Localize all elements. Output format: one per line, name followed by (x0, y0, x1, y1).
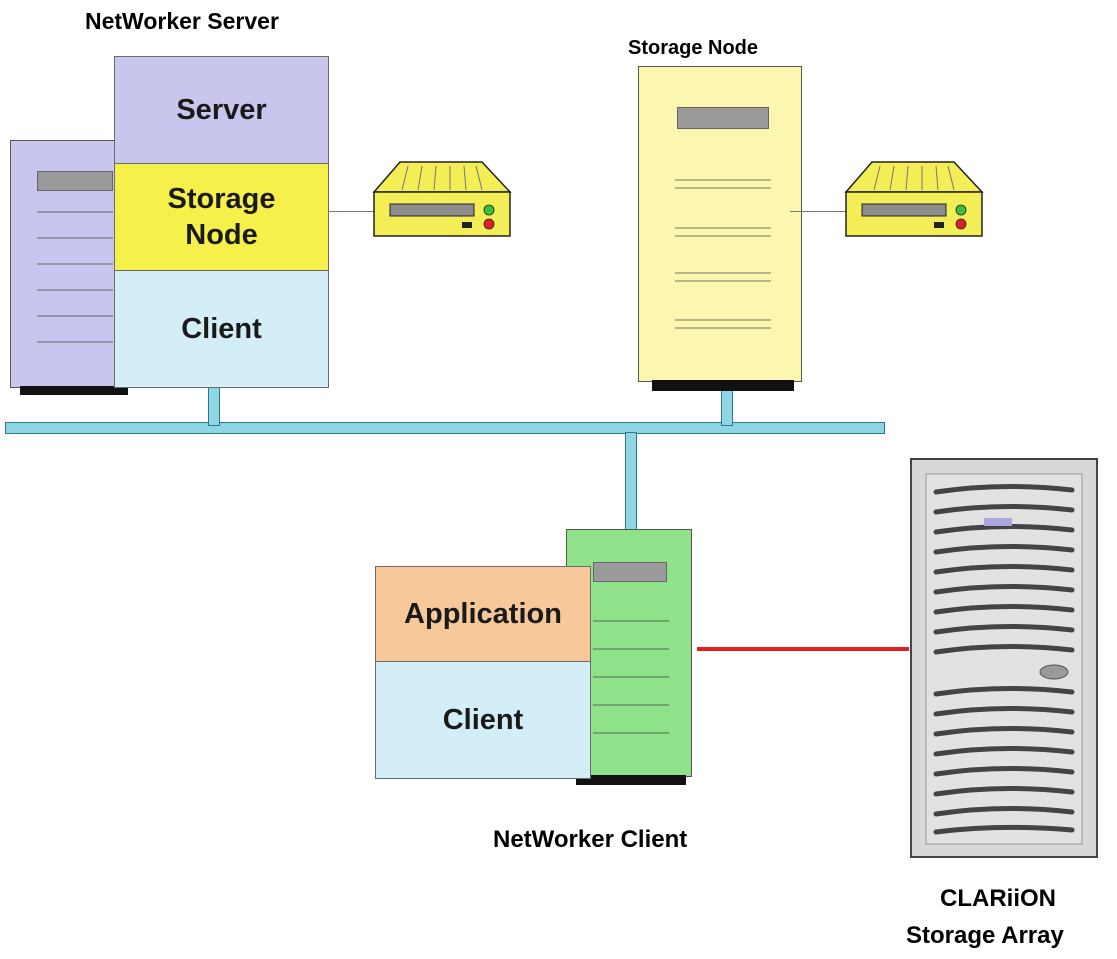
clariion-storage-array (910, 458, 1098, 858)
client-drive-bay (593, 562, 667, 582)
server-layer-client: Client (114, 270, 329, 388)
client-layer-client: Client (375, 661, 591, 779)
server-tape-drive-icon (372, 161, 512, 237)
storage-array-caption-line1: CLARiiON (940, 885, 1056, 912)
networker-client-caption: NetWorker Client (493, 826, 688, 853)
server-layer-storage-node-label: Storage Node (167, 182, 276, 251)
storage-node-drive-bay (677, 107, 769, 129)
server-tape-connector (329, 211, 376, 212)
server-drive-bay (37, 171, 113, 191)
server-layer-server: Server (114, 56, 329, 164)
storage-node-tape-drive-icon (844, 161, 984, 237)
client-network-link (625, 432, 637, 532)
storage-array-caption-line2: Storage Array (906, 922, 1064, 949)
storage-node-tape-connector (790, 211, 848, 212)
storage-node-tower (638, 66, 802, 382)
storage-node-tower-base (652, 380, 794, 391)
client-layer-application: Application (375, 566, 591, 662)
san-link (697, 647, 909, 651)
network-bus (5, 422, 885, 434)
server-network-link (208, 386, 220, 426)
storage-node-caption: Storage Node (628, 37, 759, 59)
networker-server-caption: NetWorker Server (85, 8, 279, 34)
client-tower-base (576, 775, 686, 785)
server-tower-base (20, 386, 128, 395)
storage-node-network-link (721, 390, 733, 426)
storage-array-vent-pattern (925, 473, 1083, 845)
server-tower (10, 140, 122, 388)
server-layer-storage-node: Storage Node (114, 163, 329, 271)
